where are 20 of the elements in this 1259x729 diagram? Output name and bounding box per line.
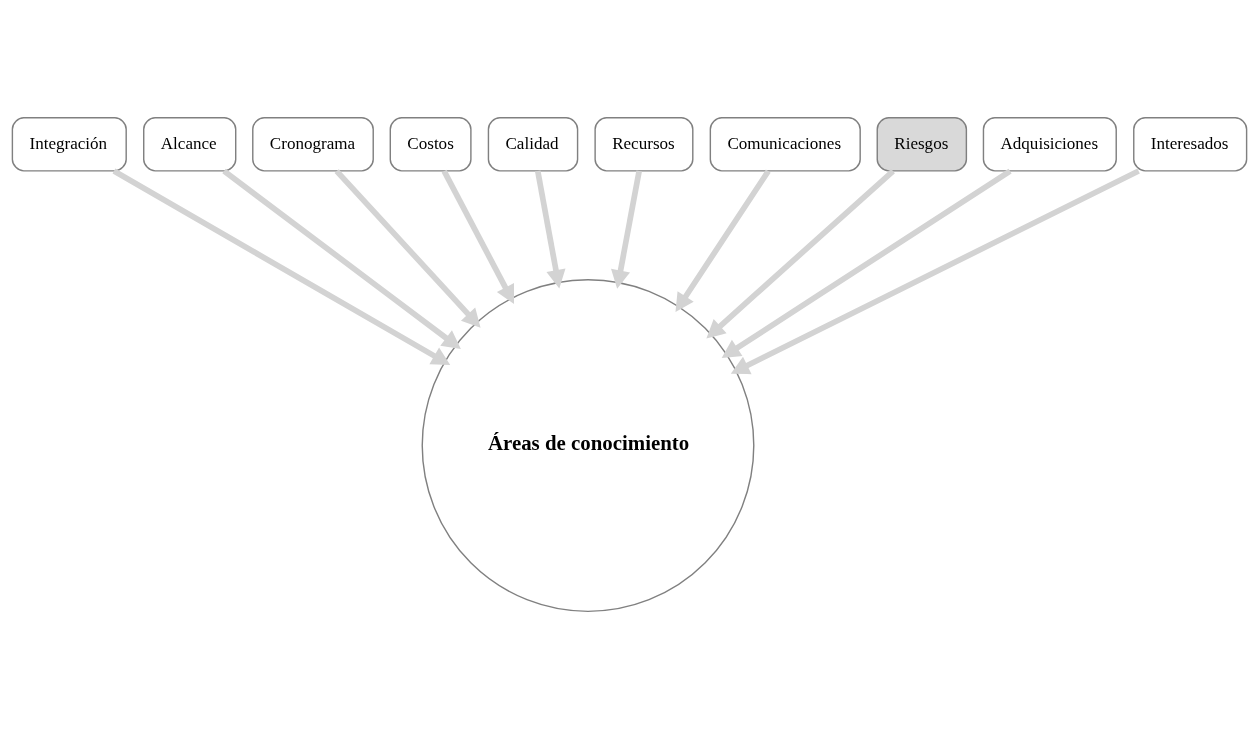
node-box: Comunicaciones xyxy=(709,117,861,172)
node-box: Calidad xyxy=(487,117,579,172)
node-box: Recursos xyxy=(594,117,694,172)
node-box: Integración xyxy=(11,117,127,172)
node-box: Costos xyxy=(389,117,472,172)
node-box: Interesados xyxy=(1133,117,1248,172)
arrow xyxy=(222,168,461,350)
arrow xyxy=(721,168,1012,358)
arrow xyxy=(334,169,481,328)
arrow xyxy=(675,169,771,312)
arrow xyxy=(112,168,451,366)
node-box: Alcance xyxy=(143,117,237,172)
node-box: Adquisiciones xyxy=(982,117,1117,172)
node-box: Riesgos xyxy=(876,117,968,172)
arrow xyxy=(730,168,1140,375)
arrow xyxy=(534,170,566,289)
arrow xyxy=(706,168,895,339)
arrow xyxy=(441,169,515,304)
node-box: Cronograma xyxy=(252,117,374,172)
arrow xyxy=(611,170,642,289)
